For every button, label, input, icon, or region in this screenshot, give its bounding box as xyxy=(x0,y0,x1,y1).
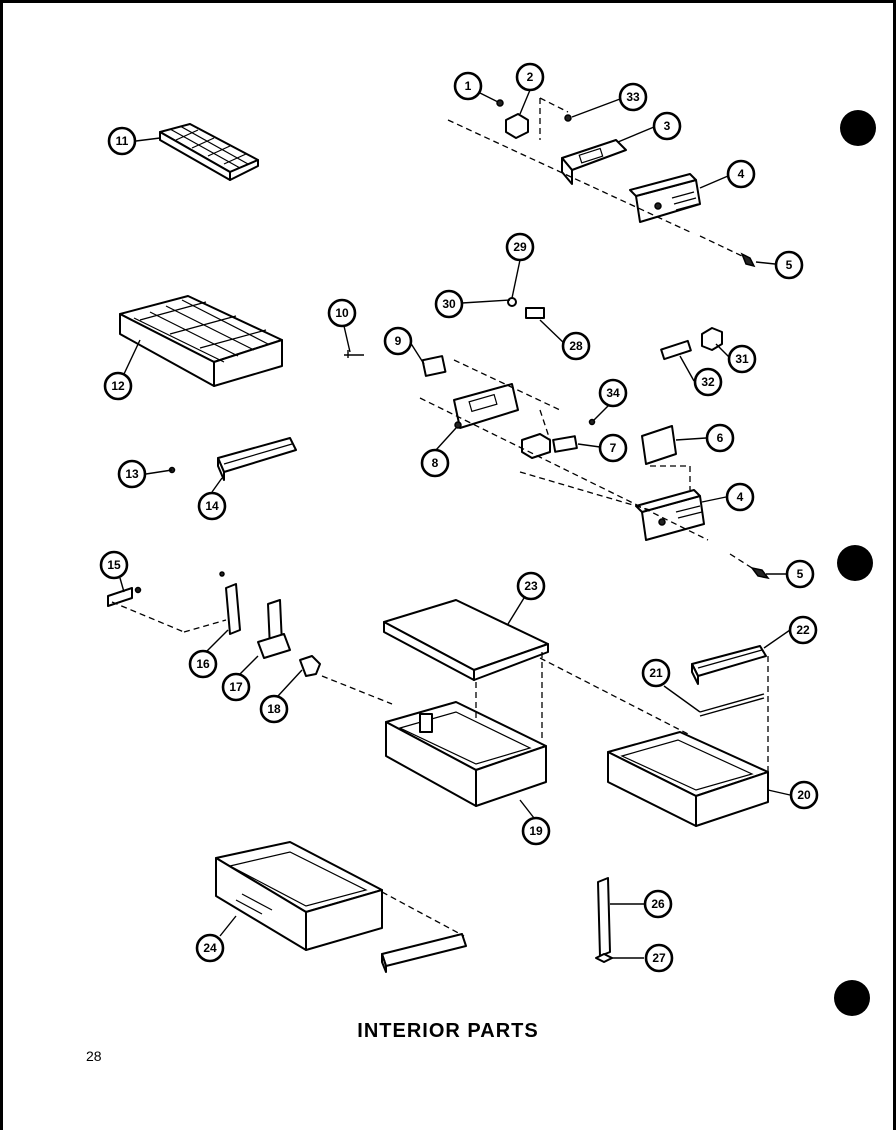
part-19-crisper-pan xyxy=(385,652,547,807)
callout-18: 18 xyxy=(259,694,289,724)
top-control-assembly xyxy=(447,97,756,268)
callout-7: 7 xyxy=(598,433,628,463)
callout-1: 1 xyxy=(453,71,483,101)
callout-12: 12 xyxy=(103,371,133,401)
part-11-ice-tray xyxy=(159,123,259,181)
svg-text:9: 9 xyxy=(395,334,402,348)
callout-17: 17 xyxy=(221,672,251,702)
svg-text:34: 34 xyxy=(606,386,620,400)
callout-21: 21 xyxy=(641,658,671,688)
callout-19: 19 xyxy=(521,816,551,846)
callout-10: 10 xyxy=(327,298,357,328)
svg-text:14: 14 xyxy=(205,499,219,513)
svg-text:22: 22 xyxy=(796,623,810,637)
callout-27: 27 xyxy=(644,943,674,973)
callout-22: 22 xyxy=(788,615,818,645)
callout-20: 20 xyxy=(789,780,819,810)
svg-text:4: 4 xyxy=(738,167,745,181)
svg-text:32: 32 xyxy=(701,375,715,389)
svg-text:18: 18 xyxy=(267,702,281,716)
callout-11: 11 xyxy=(107,126,137,156)
part-13-14-shelf-rail xyxy=(168,437,297,481)
callout-29: 29 xyxy=(505,232,535,262)
leader-lines xyxy=(119,89,791,959)
part-15-18-crisper-supports xyxy=(107,571,393,705)
middle-control-assembly xyxy=(344,297,770,580)
callout-8: 8 xyxy=(420,448,450,478)
svg-text:31: 31 xyxy=(735,352,749,366)
svg-text:5: 5 xyxy=(786,258,793,272)
callout-23: 23 xyxy=(516,571,546,601)
svg-text:11: 11 xyxy=(116,134,129,148)
part-23-crisper-cover xyxy=(383,599,549,681)
svg-text:20: 20 xyxy=(797,788,811,802)
page-title: INTERIOR PARTS xyxy=(357,1020,539,1042)
svg-text:28: 28 xyxy=(569,339,583,353)
callout-13: 13 xyxy=(117,459,147,489)
svg-text:17: 17 xyxy=(229,680,243,694)
svg-text:1: 1 xyxy=(465,79,472,93)
callout-32: 32 xyxy=(693,367,723,397)
callout-3: 3 xyxy=(652,111,682,141)
svg-text:21: 21 xyxy=(649,666,663,680)
callout-4-middle: 4 xyxy=(725,482,755,512)
svg-text:23: 23 xyxy=(524,579,538,593)
callout-24: 24 xyxy=(195,933,225,963)
svg-text:7: 7 xyxy=(610,441,617,455)
binder-hole-bottom xyxy=(834,980,870,1016)
svg-text:8: 8 xyxy=(432,456,439,470)
svg-text:12: 12 xyxy=(111,379,125,393)
callout-6: 6 xyxy=(705,423,735,453)
svg-text:10: 10 xyxy=(335,306,349,320)
callout-2: 2 xyxy=(515,62,545,92)
svg-text:15: 15 xyxy=(107,558,121,572)
callout-26: 26 xyxy=(643,889,673,919)
part-24-crisper-pan-bottom xyxy=(215,841,467,973)
binder-hole-top xyxy=(840,110,876,146)
svg-text:13: 13 xyxy=(125,467,139,481)
svg-text:29: 29 xyxy=(513,240,527,254)
svg-text:30: 30 xyxy=(442,297,456,311)
svg-text:16: 16 xyxy=(196,657,210,671)
svg-text:6: 6 xyxy=(717,431,724,445)
callout-30: 30 xyxy=(434,289,464,319)
callout-16: 16 xyxy=(188,649,218,679)
svg-text:27: 27 xyxy=(652,951,666,965)
callout-14: 14 xyxy=(197,491,227,521)
callout-5-middle: 5 xyxy=(785,559,815,589)
svg-text:33: 33 xyxy=(626,90,640,104)
svg-text:19: 19 xyxy=(529,824,543,838)
part-26-27-divider xyxy=(595,877,613,963)
page-number: 28 xyxy=(86,1048,102,1064)
svg-text:4: 4 xyxy=(737,490,744,504)
callout-5-top: 5 xyxy=(774,250,804,280)
callout-4-top: 4 xyxy=(726,159,756,189)
svg-text:3: 3 xyxy=(664,119,671,133)
binder-hole-middle xyxy=(837,545,873,581)
part-20-22-crisper-pan-right xyxy=(539,645,769,827)
svg-text:26: 26 xyxy=(651,897,665,911)
callout-9: 9 xyxy=(383,326,413,356)
svg-text:24: 24 xyxy=(203,941,217,955)
callout-34: 34 xyxy=(598,378,628,408)
callout-31: 31 xyxy=(727,344,757,374)
part-12-shelf xyxy=(119,295,283,387)
callout-33: 33 xyxy=(618,82,648,112)
svg-text:5: 5 xyxy=(797,567,804,581)
svg-text:2: 2 xyxy=(527,70,534,84)
callout-28: 28 xyxy=(561,331,591,361)
callout-15: 15 xyxy=(99,550,129,580)
